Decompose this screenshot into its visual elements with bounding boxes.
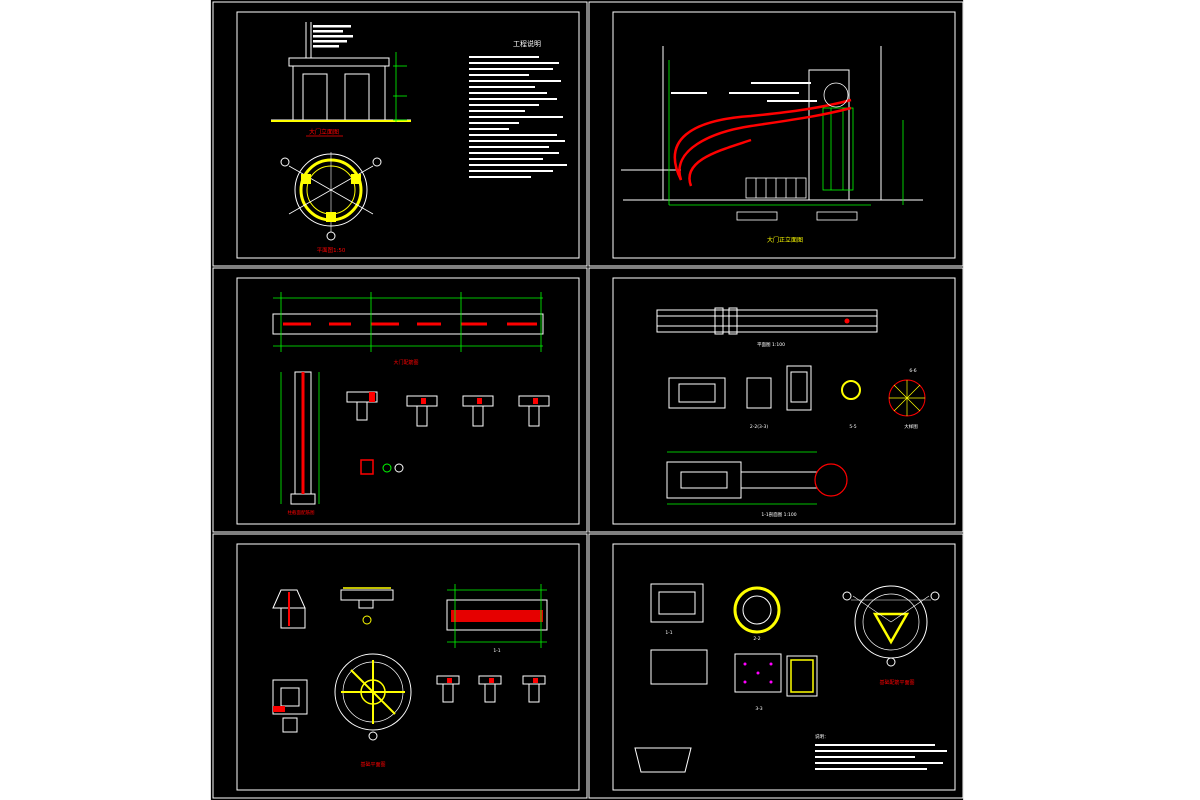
round-foundation: 基础平面图 <box>334 653 412 768</box>
detail-label: 大样图 <box>904 423 918 430</box>
drawing-sheet: 大门立面图 平面图1:50 工程说明 <box>210 0 964 800</box>
notes-heading: 说明： <box>815 733 829 740</box>
reinforcement-title: 基础配筋平面图 <box>879 679 914 686</box>
panel-6: 基础配筋平面图 1-1 2-2 3-3 说明： <box>634 583 947 773</box>
cad-drawing: 大门立面图 平面图1:50 工程说明 <box>212 1 964 799</box>
notes-title: 工程说明 <box>513 39 541 48</box>
panel-4: 平面图 1:100 2-2(3-3) 5-5 6-6 大样图 <box>656 307 926 518</box>
column-title: 柱截面配筋图 <box>288 509 315 516</box>
engineering-notes: 工程说明 <box>469 39 567 178</box>
panel-1: 大门立面图 平面图1:50 工程说明 <box>271 22 567 254</box>
beam-title: 大门配筋图 <box>393 359 418 366</box>
section-5-5-label: 5-5 <box>849 424 856 430</box>
reinforcement-plan: 基础配筋平面图 <box>842 585 940 686</box>
rebar-2-2-label: 2-2 <box>753 636 760 642</box>
rebar-3-3-label: 3-3 <box>755 706 762 712</box>
panel-2: 大门正立面图 <box>621 46 923 244</box>
panel-3: 大门配筋图 柱截面配筋图 <box>272 292 550 516</box>
rebar-1-1-label: 1-1 <box>665 630 672 636</box>
section-1-1-label: 1-1 <box>493 648 500 654</box>
section-6-6-label: 6-6 <box>909 368 916 374</box>
curved-canopy <box>673 98 852 187</box>
reinforcement-notes: 说明： <box>815 733 947 770</box>
elevation-title: 大门立面图 <box>309 128 339 136</box>
plan-title: 平面图1:50 <box>317 246 346 254</box>
front-elevation-title: 大门正立面图 <box>767 236 803 244</box>
long-section-title: 1-1剖面图 1:100 <box>761 511 796 518</box>
section-plan-label: 平面图 1:100 <box>757 342 785 348</box>
round-plan: 平面图1:50 <box>280 152 382 254</box>
panel-frames <box>212 1 964 799</box>
panel-5: 1-1 基础平面图 <box>272 584 548 768</box>
foundation-title: 基础平面图 <box>360 761 385 768</box>
section-2-2-label: 2-2(3-3) <box>750 424 768 430</box>
